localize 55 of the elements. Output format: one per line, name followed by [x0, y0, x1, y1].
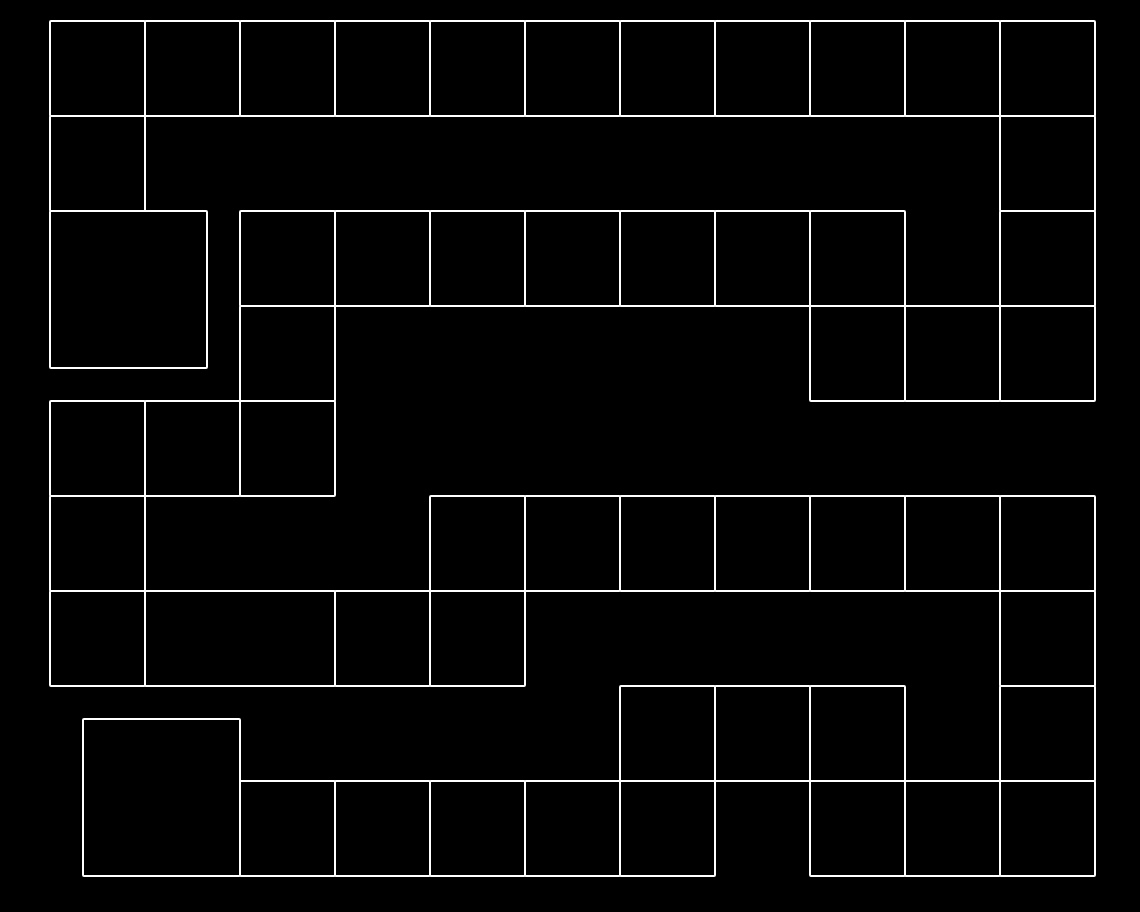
board-square — [49, 210, 208, 369]
board-square — [999, 210, 1096, 307]
board-square — [429, 780, 526, 877]
board-square — [619, 495, 716, 592]
board-square — [49, 115, 146, 212]
board-square — [904, 495, 1001, 592]
board-square — [714, 495, 811, 592]
board-square — [144, 590, 336, 687]
board-square — [82, 718, 241, 877]
board-square — [239, 780, 336, 877]
board-square — [239, 20, 336, 117]
board-square — [239, 210, 336, 307]
board-square — [334, 20, 431, 117]
board-square — [619, 780, 716, 877]
board-square — [809, 685, 906, 782]
board-square — [619, 685, 716, 782]
board-square — [714, 20, 811, 117]
board-square — [524, 210, 621, 307]
board-square — [999, 115, 1096, 212]
board-square — [809, 20, 906, 117]
board-square — [999, 20, 1096, 117]
board-square — [524, 780, 621, 877]
board-square — [429, 210, 526, 307]
board-square — [524, 20, 621, 117]
board-square — [999, 685, 1096, 782]
board-square — [334, 210, 431, 307]
board-square — [809, 780, 906, 877]
board-square — [429, 495, 526, 592]
board-square — [49, 20, 146, 117]
board-square — [429, 590, 526, 687]
board-square — [904, 305, 1001, 402]
board-square — [999, 495, 1096, 592]
board-square — [239, 400, 336, 497]
board-square — [619, 210, 716, 307]
board-square — [144, 400, 241, 497]
board-square — [429, 20, 526, 117]
board-square — [144, 20, 241, 117]
board-square — [999, 305, 1096, 402]
board-square — [714, 685, 811, 782]
board-square — [334, 780, 431, 877]
board-square — [904, 20, 1001, 117]
board-square — [619, 20, 716, 117]
board-square — [809, 305, 906, 402]
board-square — [809, 210, 906, 307]
board-square — [524, 495, 621, 592]
board-square — [334, 590, 431, 687]
board-square — [239, 305, 336, 402]
board-square — [714, 210, 811, 307]
board-square — [904, 780, 1001, 877]
board-square — [49, 590, 146, 687]
board-square — [49, 495, 146, 592]
board-square — [999, 780, 1096, 877]
board-square — [809, 495, 906, 592]
board-square — [49, 400, 146, 497]
board-square — [999, 590, 1096, 687]
